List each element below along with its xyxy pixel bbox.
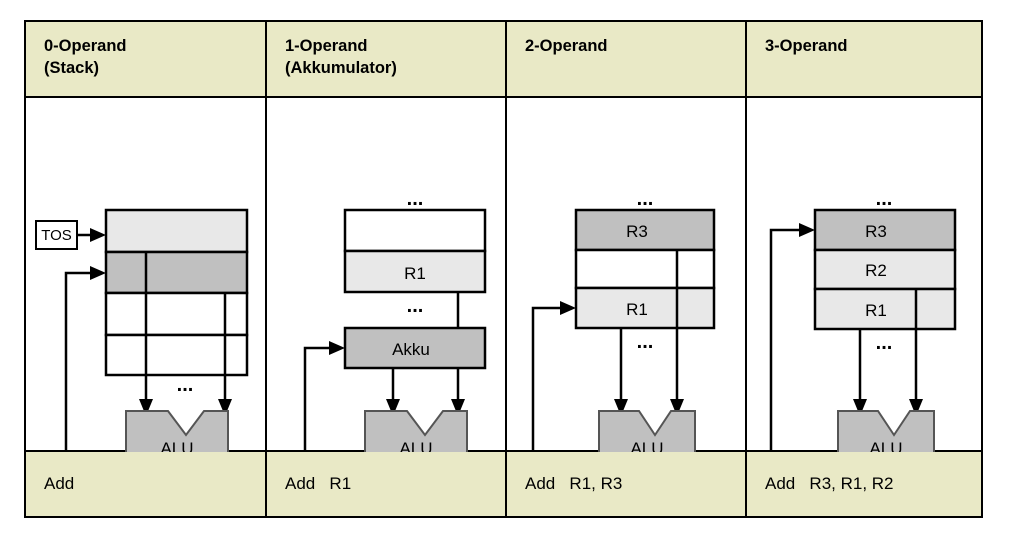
register-feedback-shaft — [531, 306, 564, 454]
stack-feedback-arrowhead — [90, 266, 106, 280]
register-cell-r2 — [813, 248, 957, 291]
alu-label: ALU — [160, 439, 193, 454]
stack-cells — [104, 208, 249, 377]
header-label-1-operand: 1-Operand (Akkumulator) — [285, 37, 397, 77]
header-cell-1-operand: 1-Operand (Akkumulator) — [265, 22, 505, 96]
two-operand-machine-diagram: ... R3 R1 ... — [507, 98, 745, 454]
instruction-label-1-operand: Add R1 — [285, 474, 352, 493]
stack-ellipsis: ... — [177, 374, 194, 396]
register-label-r3: R3 — [626, 222, 648, 241]
operand-arrowhead-a — [386, 399, 400, 416]
register-ellipsis-mid: ... — [876, 332, 893, 354]
stack-cell-3 — [104, 333, 249, 377]
register-cells — [574, 208, 716, 330]
header-cell-3-operand: 3-Operand — [745, 22, 981, 96]
operand-arrowhead-b — [909, 399, 923, 416]
register-label-r1: R1 — [404, 264, 426, 283]
alu-shape — [364, 410, 468, 454]
register-label-r1: R1 — [865, 301, 887, 320]
instruction-format-table: 0-Operand (Stack) 1-Operand (Akkumulator… — [24, 20, 983, 518]
alu-shape — [837, 410, 935, 454]
register-feedback-arrowhead — [560, 301, 576, 315]
accumulator-label: Akku — [392, 340, 430, 359]
register-cell-r1 — [574, 286, 716, 330]
accumulator-feedback-arrowhead — [329, 341, 345, 355]
register-label-r3: R3 — [865, 222, 887, 241]
tos-arrowhead — [90, 228, 106, 242]
register-ellipsis-top: ... — [876, 188, 893, 210]
register-label-r1: R1 — [626, 300, 648, 319]
alu-label: ALU — [399, 439, 432, 454]
stack-feedback-shaft — [64, 271, 94, 416]
diagram-cell-three-operand: ... R3 R2 R1 ... — [745, 98, 981, 454]
alu-label: ALU — [869, 439, 902, 454]
accumulator-box — [343, 326, 487, 370]
register-feedback-arrowhead — [799, 223, 815, 237]
table-diagram-row: ... TOS ALU — [26, 98, 981, 454]
register-ellipsis-mid: ... — [637, 331, 654, 353]
register-cell-r1 — [813, 287, 957, 331]
accumulator-feedback-shaft — [303, 346, 333, 454]
diagram-cell-stack: ... TOS ALU — [26, 98, 265, 454]
stack-cell-2 — [104, 291, 249, 337]
stack-cell-1 — [104, 250, 249, 295]
operand-arrowhead-a — [139, 399, 153, 416]
instruction-cell-3-operand: Add R3, R1, R2 — [745, 452, 981, 516]
instruction-label-2-operand: Add R1, R3 — [525, 474, 623, 493]
register-cells — [343, 208, 487, 294]
header-label-3-operand: 3-Operand — [765, 37, 848, 55]
instruction-label-3-operand: Add R3, R1, R2 — [765, 474, 894, 493]
instruction-label-0-operand: Add — [44, 474, 75, 493]
diagram-cell-two-operand: ... R3 R1 ... — [505, 98, 745, 454]
diagram-cell-accumulator: ... R1 ... — [265, 98, 505, 454]
operand-arrowhead-a — [614, 399, 628, 416]
stack-machine-diagram: ... TOS ALU — [26, 98, 265, 454]
instruction-cell-0-operand: Add — [26, 452, 265, 516]
header-cell-2-operand: 2-Operand — [505, 22, 745, 96]
register-cell-empty — [574, 248, 716, 290]
operand-arrowhead-a — [853, 399, 867, 416]
register-ellipsis-top: ... — [407, 188, 424, 210]
register-cells — [813, 208, 957, 331]
register-label-r2: R2 — [865, 261, 887, 280]
operand-arrowhead-b — [451, 399, 465, 416]
alu-shape — [125, 410, 229, 454]
register-cell-empty — [343, 208, 487, 253]
operand-arrowhead-b — [218, 399, 232, 416]
table-instruction-row: Add Add R1 Add R1, R3 Add R3, R1, R2 — [26, 450, 981, 516]
instruction-cell-1-operand: Add R1 — [265, 452, 505, 516]
register-cell-r3 — [813, 208, 957, 252]
register-cell-r1 — [343, 249, 487, 294]
tos-label: TOS — [41, 227, 72, 244]
header-cell-0-operand: 0-Operand (Stack) — [26, 22, 265, 96]
register-ellipsis-top: ... — [637, 188, 654, 210]
operand-arrowhead-b — [670, 399, 684, 416]
table-header-row: 0-Operand (Stack) 1-Operand (Akkumulator… — [26, 22, 981, 98]
stack-cell-0 — [104, 208, 249, 254]
alu-label: ALU — [630, 439, 663, 454]
alu-shape — [598, 410, 696, 454]
three-operand-machine-diagram: ... R3 R2 R1 ... — [747, 98, 981, 454]
header-label-0-operand: 0-Operand (Stack) — [44, 37, 127, 77]
accumulator-machine-diagram: ... R1 ... — [267, 98, 505, 454]
register-ellipsis-mid: ... — [407, 295, 424, 317]
register-feedback-shaft — [769, 228, 803, 454]
instruction-cell-2-operand: Add R1, R3 — [505, 452, 745, 516]
header-label-2-operand: 2-Operand — [525, 37, 608, 55]
